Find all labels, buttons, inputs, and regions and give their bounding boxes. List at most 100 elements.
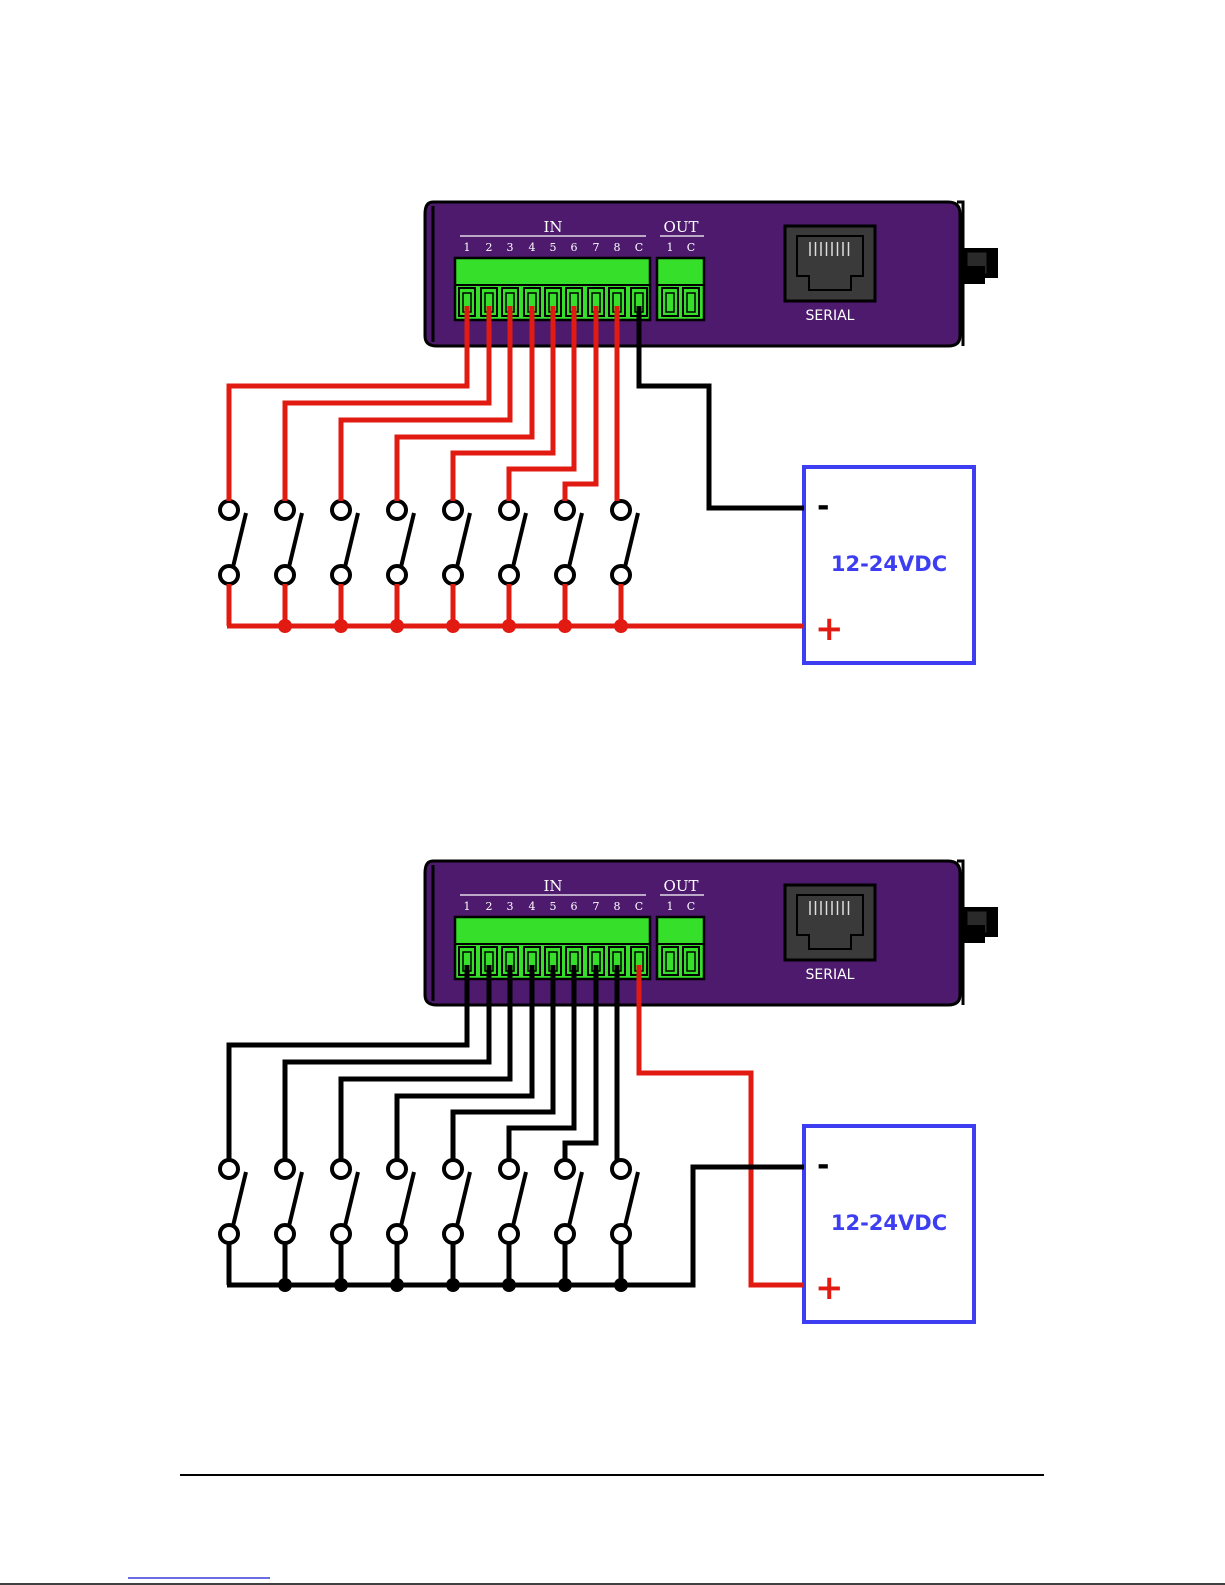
switch-lever (625, 513, 638, 567)
in-terminal-number: 3 (507, 241, 514, 254)
in-terminal-number: 4 (529, 900, 536, 913)
out-label: OUT (664, 218, 699, 236)
bus-junction-dot (502, 1278, 516, 1292)
switch-top-contact (444, 501, 462, 519)
switch-top-contact (388, 1160, 406, 1178)
switch-top-contact (276, 1160, 294, 1178)
switch-top-contact (612, 1160, 630, 1178)
in-terminal-number: 6 (571, 241, 578, 254)
switch-lever (289, 1172, 302, 1226)
power-supply-label: 12-24VDC (831, 552, 947, 576)
side-connector-lower (963, 925, 985, 943)
bus-junction-dot (502, 619, 516, 633)
switch-bottom-contact (388, 566, 406, 584)
switch-lever (513, 513, 526, 567)
out-terminal-number: C (687, 241, 695, 254)
switch-bottom-contact (332, 566, 350, 584)
in-terminal-number: 2 (486, 241, 493, 254)
bus-junction-dot (334, 1278, 348, 1292)
switch-bottom-contact (500, 1225, 518, 1243)
switch-lever (289, 513, 302, 567)
out-terminal-number: 1 (667, 900, 674, 913)
in-terminal-number: 4 (529, 241, 536, 254)
switch-lever (513, 1172, 526, 1226)
in-label: IN (543, 877, 562, 895)
switch-lever (401, 1172, 414, 1226)
switch-top-contact (276, 501, 294, 519)
switch-lever (233, 513, 246, 567)
switch-top-contact (220, 501, 238, 519)
psu-positive-sign: + (815, 609, 844, 649)
in-terminal-number: 5 (550, 241, 557, 254)
bus-junction-dot (390, 1278, 404, 1292)
common-wire (639, 965, 804, 1285)
switch-lever (457, 1172, 470, 1226)
switch-bottom-contact (276, 1225, 294, 1243)
switch-lever (569, 1172, 582, 1226)
switch-bottom-contact (444, 566, 462, 584)
in-terminal-number: C (635, 241, 643, 254)
switch-top-contact (500, 1160, 518, 1178)
in-terminal-number: 7 (593, 900, 600, 913)
in-terminal-number: 8 (614, 900, 621, 913)
side-connector-lower (963, 266, 985, 284)
in-terminal-number: 1 (464, 900, 471, 913)
in-terminal-number: 1 (464, 241, 471, 254)
switch-top-contact (556, 501, 574, 519)
switch-top-contact (332, 1160, 350, 1178)
bus-junction-dot (278, 619, 292, 633)
switch-bottom-contact (220, 1225, 238, 1243)
switch-lever (457, 513, 470, 567)
switch-bottom-contact (500, 566, 518, 584)
switch-lever (401, 513, 414, 567)
serial-label: SERIAL (806, 308, 855, 324)
in-terminal-number: C (635, 900, 643, 913)
serial-label: SERIAL (806, 967, 855, 983)
switch-bottom-contact (444, 1225, 462, 1243)
out-terminal-number: 1 (667, 241, 674, 254)
switch-top-contact (500, 501, 518, 519)
switch-bottom-contact (220, 566, 238, 584)
switch-top-contact (556, 1160, 574, 1178)
in-terminal-number: 5 (550, 900, 557, 913)
out-terminal-number: C (687, 900, 695, 913)
switch-bottom-contact (332, 1225, 350, 1243)
switch-top-contact (388, 501, 406, 519)
psu-positive-sign: + (815, 1268, 844, 1308)
bus-junction-dot (334, 619, 348, 633)
in-terminal-number: 3 (507, 900, 514, 913)
switch-lever (625, 1172, 638, 1226)
switch-lever (569, 513, 582, 567)
switch-bottom-contact (556, 566, 574, 584)
switch-lever (233, 1172, 246, 1226)
out-label: OUT (664, 877, 699, 895)
switch-bottom-contact (388, 1225, 406, 1243)
switch-lever (345, 1172, 358, 1226)
in-terminal-number: 2 (486, 900, 493, 913)
in-terminal-number: 7 (593, 241, 600, 254)
bus-junction-dot (558, 1278, 572, 1292)
in-terminal-number: 6 (571, 900, 578, 913)
switch-lever (345, 513, 358, 567)
switch-bottom-contact (612, 1225, 630, 1243)
psu-negative-sign: - (817, 489, 829, 524)
switch-top-contact (444, 1160, 462, 1178)
switch-bottom-contact (556, 1225, 574, 1243)
bus-junction-dot (614, 1278, 628, 1292)
switch-top-contact (612, 501, 630, 519)
bus-junction-dot (278, 1278, 292, 1292)
switch-top-contact (220, 1160, 238, 1178)
switch-top-contact (332, 501, 350, 519)
bus-junction-dot (558, 619, 572, 633)
bus-junction-dot (446, 1278, 460, 1292)
bus-junction-dot (614, 619, 628, 633)
power-supply-label: 12-24VDC (831, 1211, 947, 1235)
bus-junction-dot (446, 619, 460, 633)
switch-bottom-contact (276, 566, 294, 584)
bus-junction-dot (390, 619, 404, 633)
psu-negative-sign: - (817, 1148, 829, 1183)
switch-bottom-contact (612, 566, 630, 584)
